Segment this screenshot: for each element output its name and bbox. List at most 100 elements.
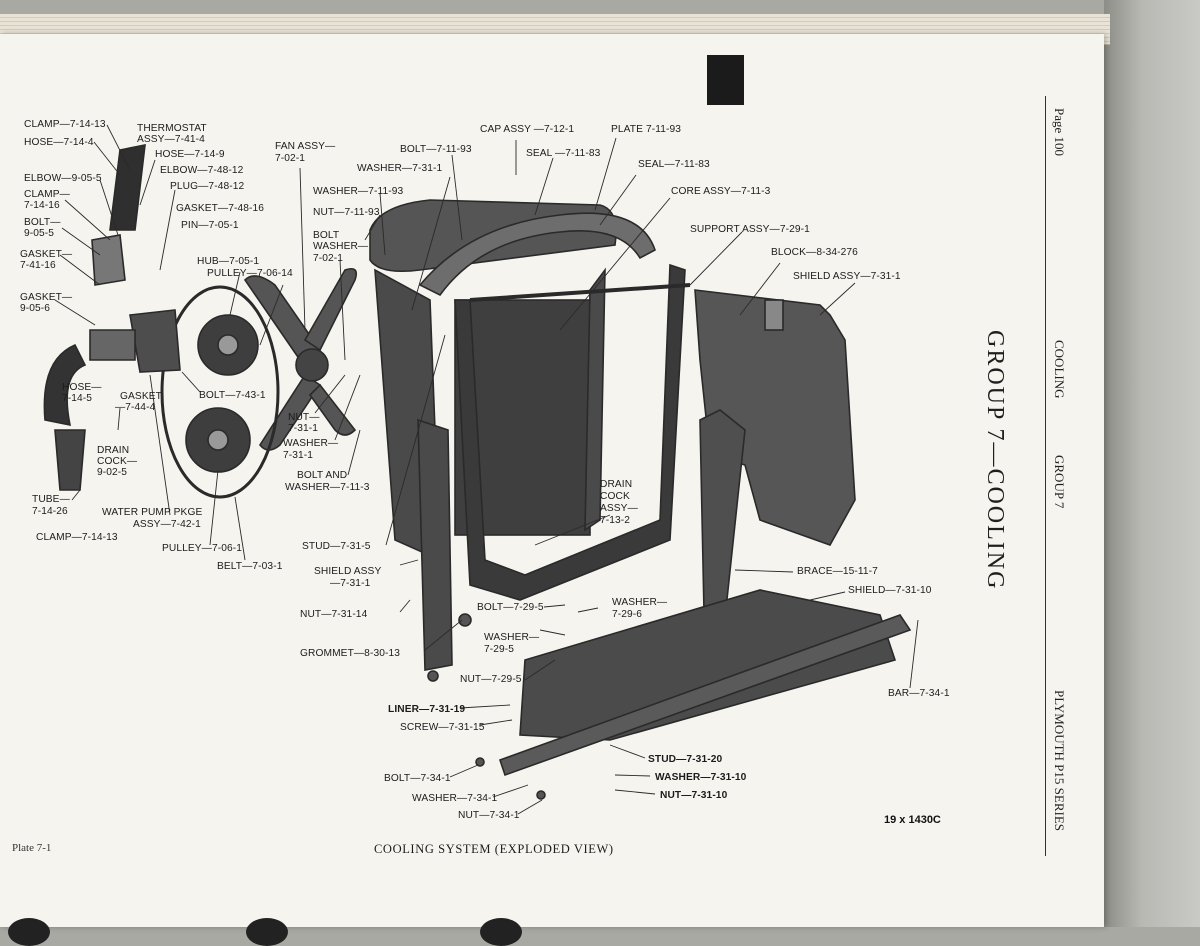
bottom-shield-pan [498, 589, 912, 777]
label-fan-assy-7-02-1: 7-02-1 [275, 153, 306, 164]
label-drain-7-13-2: 7-13-2 [600, 515, 631, 526]
background-binding-shadow [1104, 0, 1200, 927]
label-gasket-9-05-6: 9-05-6 [20, 303, 51, 314]
label-support-assy: SUPPORT ASSY—7-29-1 [690, 224, 810, 235]
label-washer-7-31-1: WASHER—7-31-1 [357, 163, 443, 174]
label-elbow-7-48-12: ELBOW—7-48-12 [160, 165, 244, 176]
section-thumb-tab [707, 55, 744, 105]
label-gasket-7-41-16: 7-41-16 [20, 260, 56, 271]
label-clamp-7-14-13: CLAMP—7-14-13 [24, 119, 106, 130]
water-pump [89, 309, 181, 373]
label-nut-7-31-14: NUT—7-31-14 [300, 609, 368, 620]
label-cap-assy: CAP ASSY —7-12-1 [480, 124, 575, 135]
label-liner: LINER—7-31-19 [388, 704, 466, 715]
label-thermostat: THERMOSTAT [137, 123, 207, 134]
running-header-series: PLYMOUTH P15 SERIES [1052, 690, 1067, 831]
label-nut-7-31-10: NUT—7-31-10 [660, 790, 728, 801]
label-nut-7-29-5: NUT—7-29-5 [460, 674, 522, 685]
label-washer-fan: WASHER— [283, 438, 339, 449]
label-bolt-upper: BOLT [313, 230, 340, 241]
plate-reference: Plate 7-1 [12, 842, 52, 854]
label-washer-7-11-93: WASHER—7-11-93 [313, 186, 404, 197]
label-seal-7-11-83-a: SEAL —7-11-83 [526, 148, 601, 159]
label-washer-7-02-1: 7-02-1 [313, 253, 344, 264]
label-gasket-7-44-4: —7-44-4 [115, 402, 156, 413]
binder-holes [0, 912, 1104, 946]
support-assembly [454, 263, 691, 601]
label-hose-7-14-5: 7-14-5 [62, 393, 93, 404]
label-nut-7-11-93: NUT—7-11-93 [313, 207, 380, 218]
upper-hose [109, 143, 146, 231]
label-bolt-7-11-93: BOLT—7-11-93 [400, 144, 472, 155]
label-gasket-lower: GASKET [120, 391, 162, 402]
binder-hole [246, 918, 288, 946]
label-pulley-7-06-1: PULLEY—7-06-1 [162, 543, 243, 554]
plate-seal-arch [418, 212, 656, 297]
label-cock-right: COCK [600, 491, 630, 502]
label-fan-assy: FAN ASSY— [275, 141, 336, 152]
label-bolt-7-34-1: BOLT—7-34-1 [384, 773, 451, 784]
label-stud-7-31-5: STUD—7-31-5 [302, 541, 371, 552]
label-washer-7-11-3: WASHER—7-11-3 [285, 482, 370, 493]
pulley-hub [197, 314, 259, 376]
label-drain-cock-9-02-5: 9-02-5 [97, 467, 128, 478]
label-bolt-and: BOLT AND [297, 470, 348, 481]
leader-lines [54, 124, 919, 815]
group-title: GROUP 7—COOLING [982, 330, 1008, 591]
label-pulley-7-06-14: PULLEY—7-06-14 [207, 268, 293, 279]
label-tube: TUBE— [32, 494, 70, 505]
figure-caption: COOLING SYSTEM (EXPLODED VIEW) [374, 842, 614, 856]
label-hose-7-14-9: HOSE—7-14-9 [155, 149, 225, 160]
label-screw: SCREW—7-31-15 [400, 722, 485, 733]
lower-hose [43, 343, 87, 427]
label-gasket-b: GASKET— [20, 292, 73, 303]
label-plug-7-48-12: PLUG—7-48-12 [170, 181, 245, 192]
tube [54, 429, 86, 491]
running-header-page: Page 100 [1052, 108, 1067, 157]
label-grommet: GROMMET—8-30-13 [300, 648, 400, 659]
label-drain-right: DRAIN [600, 479, 633, 490]
binder-hole [480, 918, 522, 946]
label-nut-fan: NUT— [288, 412, 320, 423]
label-washer-7-34-1: WASHER—7-34-1 [412, 793, 498, 804]
label-shield-7-31-10: SHIELD—7-31-10 [848, 585, 932, 596]
label-pin-7-05-1: PIN—7-05-1 [181, 220, 239, 231]
label-gasket: GASKET— [20, 249, 73, 260]
exploded-view-illustration [43, 124, 919, 815]
shield-assembly [694, 289, 856, 546]
bolts-and-nuts [427, 613, 546, 800]
thermostat-elbow [91, 234, 126, 286]
label-bolt-7-29-5: BOLT—7-29-5 [477, 602, 544, 613]
pulley-lower [185, 407, 251, 473]
drawing-code: 19 x 1430C [884, 814, 941, 826]
binder-hole [8, 918, 50, 946]
label-bolt: BOLT— [24, 217, 61, 228]
label-washer-7-29-6: 7-29-6 [612, 609, 643, 620]
label-water-pump-assy: ASSY—7-42-1 [133, 519, 201, 530]
label-bolt-9-05-5: 9-05-5 [24, 228, 55, 239]
label-water-pump: WATER PUMP PKGE [102, 507, 203, 518]
label-block: BLOCK—8-34-276 [771, 247, 858, 258]
label-brace: BRACE—15-11-7 [797, 566, 878, 577]
label-shield-7-31-1: —7-31-1 [330, 578, 371, 589]
running-header-group: GROUP 7 [1052, 455, 1067, 509]
label-belt: BELT—7-03-1 [217, 561, 283, 572]
label-clamp: CLAMP— [24, 189, 70, 200]
running-header-section: COOLING [1052, 340, 1067, 399]
label-bolt-7-43-1: BOLT—7-43-1 [199, 390, 266, 401]
label-nut-7-34-1: NUT—7-34-1 [458, 810, 520, 821]
label-cock-left: COCK— [97, 456, 138, 467]
label-hose-lower: HOSE— [62, 382, 102, 393]
label-hub-7-05-1: HUB—7-05-1 [197, 256, 260, 267]
label-washer-upper: WASHER— [313, 241, 369, 252]
header-rule [1045, 96, 1046, 856]
label-washer-7-31-10: WASHER—7-31-10 [655, 772, 747, 783]
shield-lower-left [417, 418, 453, 671]
label-gasket-7-48-16: GASKET—7-48-16 [176, 203, 265, 214]
label-seal-7-11-83-b: SEAL—7-11-83 [638, 159, 710, 170]
label-drain-assy: ASSY— [600, 503, 638, 514]
label-clamp-7-14-16: 7-14-16 [24, 200, 60, 211]
label-bar-7-34-1: BAR—7-34-1 [888, 688, 950, 699]
label-tube-7-14-26: 7-14-26 [32, 506, 68, 517]
